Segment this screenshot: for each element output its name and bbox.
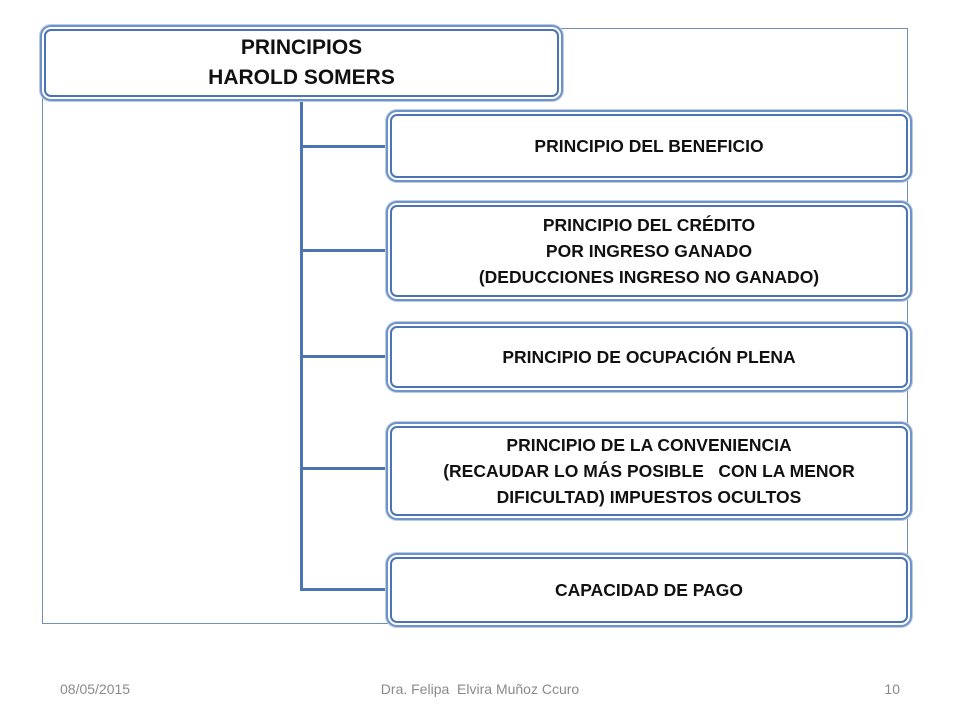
principle-node-4: PRINCIPIO DE LA CONVENIENCIA (RECAUDAR L… (390, 426, 908, 516)
principle-2-line-1: PRINCIPIO DEL CRÉDITO (542, 215, 756, 235)
connector-branch-5 (300, 588, 390, 591)
principle-1-line-1: PRINCIPIO DEL BENEFICIO (534, 136, 764, 156)
principle-4-line-2: (RECAUDAR LO MÁS POSIBLE CON LA MENOR (443, 461, 855, 481)
principle-2-line-3: (DEDUCCIONES INGRESO NO GANADO) (478, 267, 820, 287)
footer-author: Dra. Felipa Elvira Muñoz Ccuro (380, 681, 580, 697)
connector-branch-4 (300, 467, 390, 470)
connector-branch-3 (300, 355, 390, 358)
principle-2-line-2: POR INGRESO GANADO (545, 241, 753, 261)
root-title-line-2: HAROLD SOMERS (208, 66, 395, 89)
slide-frame (42, 28, 908, 624)
connector-branch-1 (300, 145, 390, 148)
principle-node-5: CAPACIDAD DE PAGO (390, 557, 908, 623)
principle-4-line-3: DIFICULTAD) IMPUESTOS OCULTOS (496, 487, 802, 507)
footer-date: 08/05/2015 (60, 681, 131, 697)
root-title-line-1: PRINCIPIOS (240, 36, 363, 59)
root-node: PRINCIPIOS HAROLD SOMERS (44, 29, 559, 97)
principle-node-3: PRINCIPIO DE OCUPACIÓN PLENA (390, 326, 908, 388)
connector-trunk (300, 99, 303, 591)
principle-4-line-1: PRINCIPIO DE LA CONVENIENCIA (506, 435, 792, 455)
footer-page-number: 10 (884, 681, 900, 697)
principle-3-line-1: PRINCIPIO DE OCUPACIÓN PLENA (502, 347, 796, 367)
connector-branch-2 (300, 249, 390, 252)
principle-node-2: PRINCIPIO DEL CRÉDITO POR INGRESO GANADO… (390, 205, 908, 297)
principle-5-line-1: CAPACIDAD DE PAGO (555, 580, 743, 600)
principle-node-1: PRINCIPIO DEL BENEFICIO (390, 114, 908, 178)
